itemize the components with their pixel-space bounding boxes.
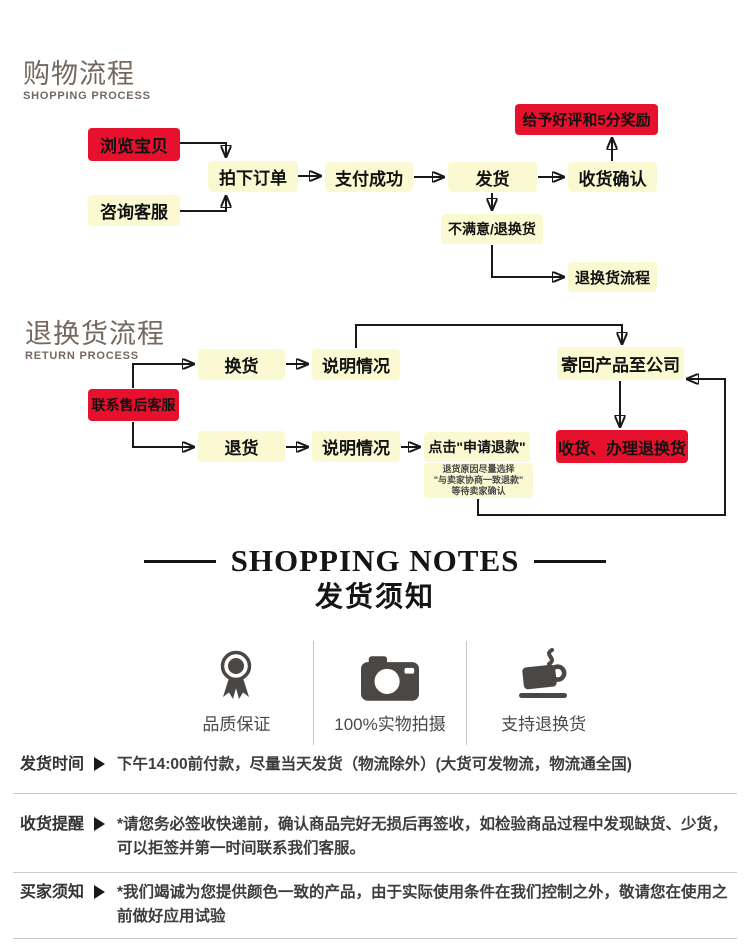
flow-node-exchange: 换货 [198,349,285,380]
shopping-process-heading: 购物流程 SHOPPING PROCESS [23,59,151,103]
title-dash-left [143,559,216,563]
feature-quality: 品质保证 [160,641,313,745]
notice-text: *请您务必签收快递前，确认商品完好无损后再签收，如检验商品过程中发现缺货、少货，… [117,816,728,857]
flow-node-unsatisfied: 不满意/退换货 [441,214,543,244]
triangle-right-icon [94,757,105,771]
heading-zh: 退换货流程 [25,319,165,349]
notes-title-en: SHOPPING NOTES [230,543,520,578]
feature-label: 100%实物拍摄 [334,715,446,734]
flow-node-contact-service: 联系售后客服 [88,389,179,421]
feature-label: 品质保证 [202,715,271,734]
heading-zh: 购物流程 [23,59,135,89]
flow-node-send-back: 寄回产品至公司 [557,347,684,380]
title-dash-right [534,559,607,563]
cup-icon [516,647,572,701]
notice-label: 买家须知 [20,884,85,901]
return-process-heading: 退换货流程 RETURN PROCESS [25,319,165,363]
medal-icon [212,647,260,701]
apply-note-line-1: 退货原因尽量选择 [442,464,515,474]
heading-en: SHOPPING PROCESS [23,90,151,102]
flow-node-browse: 浏览宝贝 [88,128,180,161]
feature-returns: 支持退换货 [466,641,620,745]
flowchart-arrows [132,0,726,516]
flow-node-handle-return: 收货、办理退换货 [556,430,688,463]
flow-node-praise: 给予好评和5分奖励 [515,104,658,135]
divider [13,872,737,873]
notice-row-shipping-time: 发货时间 下午14:00前付款，尽量当天发货（物流除外）(大货可发物流，物流通全… [20,753,732,777]
notice-text: *我们竭诚为您提供颜色一致的产品，由于实际使用条件在我们控制之外，敬请您在使用之… [117,884,728,925]
notice-row-buyer-notes: 买家须知 *我们竭诚为您提供颜色一致的产品，由于实际使用条件在我们控制之外，敬请… [20,881,732,929]
flow-node-consult: 咨询客服 [88,195,180,226]
triangle-right-icon [94,817,105,831]
flow-node-refund: 退货 [198,431,285,462]
feature-row: 品质保证 100%实物拍摄 [160,641,620,745]
flow-node-apply-note: 退货原因尽量选择 "与卖家协商一致退款" 等待卖家确认 [424,463,533,498]
notice-label: 发货时间 [20,756,85,773]
notes-title-zh: 发货须知 [314,581,435,612]
feature-real-photo: 100%实物拍摄 [312,641,467,745]
flow-node-return-flow: 退换货流程 [568,262,657,292]
camera-icon [361,647,419,701]
flow-node-explain-1: 说明情况 [312,349,400,380]
flow-node-ship: 发货 [448,162,537,192]
divider [13,938,737,939]
notes-title: SHOPPING NOTES [0,543,750,579]
flow-node-apply-refund: 点击"申请退款" [424,432,530,462]
notice-row-receiving-reminder: 收货提醒 *请您务必签收快递前，确认商品完好无损后再签收，如检验商品过程中发现缺… [20,813,732,861]
flow-node-order: 拍下订单 [208,161,298,192]
flow-node-receive-confirm: 收货确认 [568,162,657,192]
triangle-right-icon [94,885,105,899]
apply-note-line-2: "与卖家协商一致退款" [433,475,524,485]
notice-text: 下午14:00前付款，尽量当天发货（物流除外）(大货可发物流，物流通全国) [117,756,632,773]
feature-label: 支持退换货 [501,715,587,734]
notice-label: 收货提醒 [20,816,85,833]
heading-en: RETURN PROCESS [25,350,139,362]
flow-node-pay: 支付成功 [325,162,413,192]
flow-node-explain-2: 说明情况 [312,431,400,462]
divider [13,793,737,794]
apply-note-line-3: 等待卖家确认 [451,486,506,496]
